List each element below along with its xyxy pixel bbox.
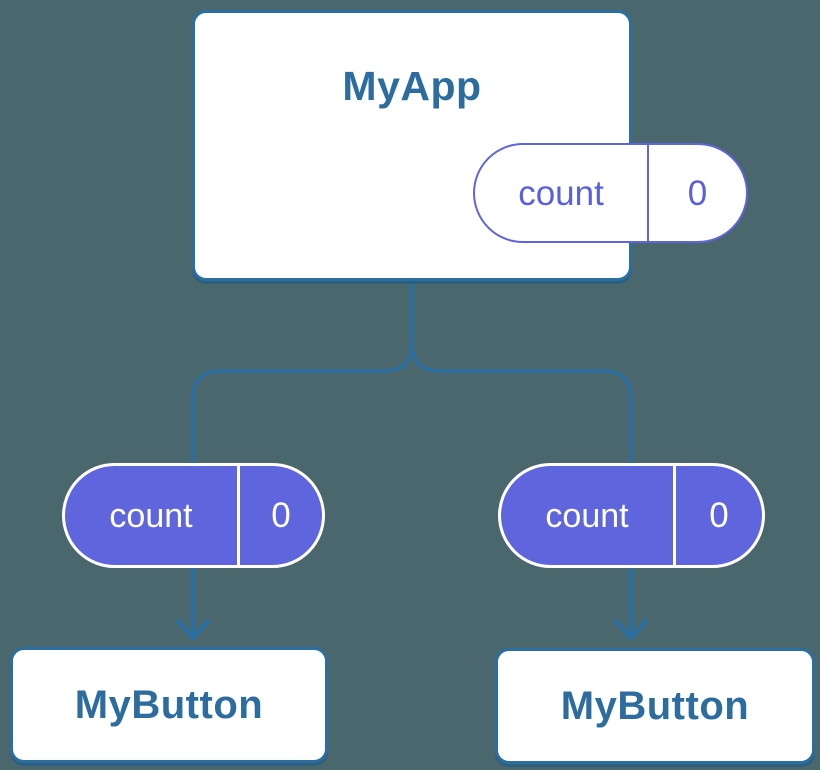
prop-pill-right: count 0 [498, 463, 765, 568]
arrow-left-head [175, 618, 211, 641]
node-mybutton-title: MyButton [74, 682, 264, 727]
prop-pill-label: count [501, 466, 676, 565]
state-pill-myapp: count 0 [473, 143, 748, 243]
prop-pill-value: 0 [709, 496, 729, 535]
node-mybutton-left: MyButton [10, 647, 328, 763]
state-pill-label: count [475, 145, 649, 241]
arrow-right-head [613, 618, 649, 641]
prop-pill-label: count [65, 466, 240, 565]
branch-right-line [410, 279, 633, 466]
node-mybutton-title: MyButton [560, 683, 750, 728]
branch-left-line [191, 279, 414, 466]
state-pill-value: 0 [687, 173, 708, 213]
prop-pill-value: 0 [271, 496, 291, 535]
node-myapp-title: MyApp [342, 63, 482, 109]
prop-pill-left: count 0 [62, 463, 325, 568]
node-mybutton-right: MyButton [495, 648, 815, 764]
node-myapp: MyApp count 0 [192, 10, 748, 281]
